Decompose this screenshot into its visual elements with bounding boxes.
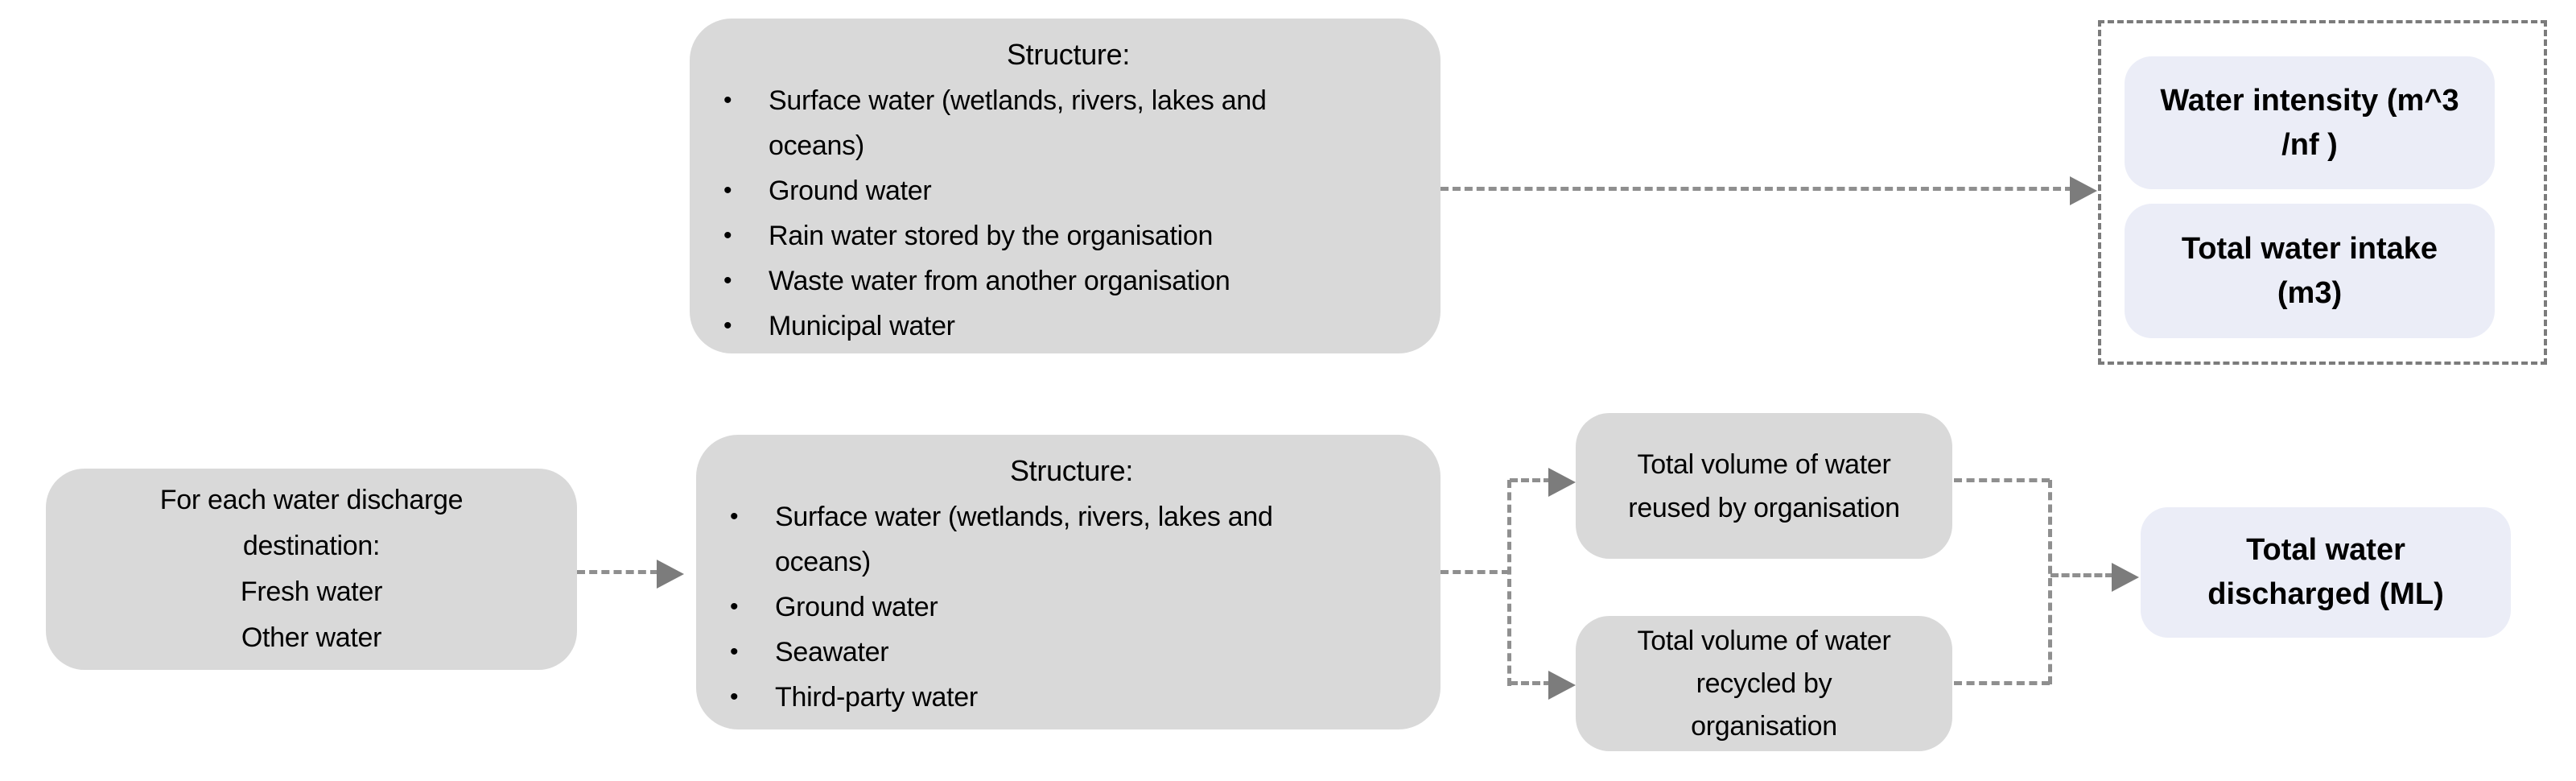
list-item: • Seawater (719, 630, 1424, 675)
arrowhead-right-icon (657, 560, 684, 589)
bullet-icon: • (723, 267, 732, 294)
list-item: • Waste water from another organisation (712, 258, 1424, 304)
water-reused-line1: Total volume of water (1637, 448, 1891, 480)
discharge-structure-list: • Surface water (wetlands, rivers, lakes … (719, 494, 1424, 720)
connector-join-discharged (2050, 573, 2113, 577)
list-item-text: Ground water (775, 592, 938, 622)
connector-recycled-join (1954, 681, 2050, 685)
list-item: • Ground water (719, 585, 1424, 630)
list-item-text: Municipal water (769, 311, 955, 341)
connector-branch-top (1510, 478, 1552, 482)
bullet-icon: • (730, 638, 739, 665)
list-item: • Ground water (712, 168, 1424, 213)
arrowhead-right-icon (2112, 563, 2139, 592)
water-recycled-line3: organisation (1691, 710, 1837, 742)
water-recycled-box: Total volume of water recycled by organi… (1576, 616, 1952, 751)
arrowhead-right-icon (1548, 468, 1576, 497)
list-item-text: Waste water from another organisation (769, 266, 1230, 296)
list-item: • Third-party water (719, 675, 1424, 720)
connector-intake-output (1440, 187, 2073, 191)
total-water-discharged-line2: discharged (ML) (2207, 577, 2444, 611)
water-intensity-line1: Water intensity (m^3 (2160, 83, 2459, 118)
list-item-text: Seawater (775, 637, 889, 667)
list-item: • Rain water stored by the organisation (712, 213, 1424, 258)
discharge-destination-item: Other water (241, 622, 382, 653)
bullet-icon: • (723, 177, 732, 204)
water-intensity-line2: /nf ) (2281, 127, 2338, 162)
water-recycled-line1: Total volume of water (1637, 625, 1891, 656)
connector-branch-vertical (1507, 480, 1511, 686)
bullet-icon: • (723, 222, 732, 249)
total-water-intake-box: Total water intake (m3) (2125, 204, 2495, 338)
list-item: • Surface water (wetlands, rivers, lakes … (719, 494, 1424, 585)
water-intensity-box: Water intensity (m^3 /nf ) (2125, 56, 2495, 189)
bullet-icon: • (730, 684, 739, 710)
total-water-discharged-line1: Total water (2246, 533, 2405, 567)
list-item-text: Ground water (769, 176, 932, 206)
discharge-structure-title: Structure: (1009, 454, 1134, 487)
discharge-destination-box: For each water discharge destination: Fr… (46, 469, 577, 670)
bullet-icon: • (730, 593, 739, 620)
connector-reused-join (1954, 478, 2050, 482)
bullet-icon: • (723, 312, 732, 339)
arrowhead-right-icon (1548, 671, 1576, 700)
discharge-destination-item: Fresh water (240, 576, 383, 607)
total-water-intake-line1: Total water intake (2181, 231, 2438, 266)
intake-structure-box: Structure: • Surface water (wetlands, riv… (690, 19, 1440, 353)
connector-structure-branch (1440, 570, 1510, 574)
intake-outputs-group (2098, 20, 2547, 365)
connector-join-vertical (2048, 480, 2052, 684)
discharge-structure-box: Structure: • Surface water (wetlands, riv… (696, 435, 1440, 729)
intake-structure-title: Structure: (1006, 38, 1131, 71)
list-item: • Surface water (wetlands, rivers, lakes … (712, 78, 1424, 168)
bullet-icon: • (730, 503, 739, 530)
water-recycled-line2: recycled by (1696, 667, 1832, 699)
list-item-text: Surface water (wetlands, rivers, lakes a… (769, 85, 1267, 161)
discharge-destination-heading: For each water discharge destination: (159, 485, 464, 561)
list-item: • Municipal water (712, 304, 1424, 349)
total-water-intake-line2: (m3) (2277, 275, 2343, 310)
list-item-text: Rain water stored by the organisation (769, 221, 1214, 251)
connector-destination-structure (577, 570, 658, 574)
total-water-discharged-box: Total water discharged (ML) (2141, 507, 2511, 638)
list-item-text: Third-party water (775, 682, 978, 713)
connector-branch-bottom (1510, 681, 1552, 685)
water-reused-line2: reused by organisation (1628, 492, 1900, 523)
intake-structure-list: • Surface water (wetlands, rivers, lakes … (712, 78, 1424, 349)
arrowhead-right-icon (2070, 176, 2097, 205)
water-reused-box: Total volume of water reused by organisa… (1576, 413, 1952, 559)
list-item-text: Surface water (wetlands, rivers, lakes a… (775, 502, 1273, 577)
bullet-icon: • (723, 87, 732, 114)
